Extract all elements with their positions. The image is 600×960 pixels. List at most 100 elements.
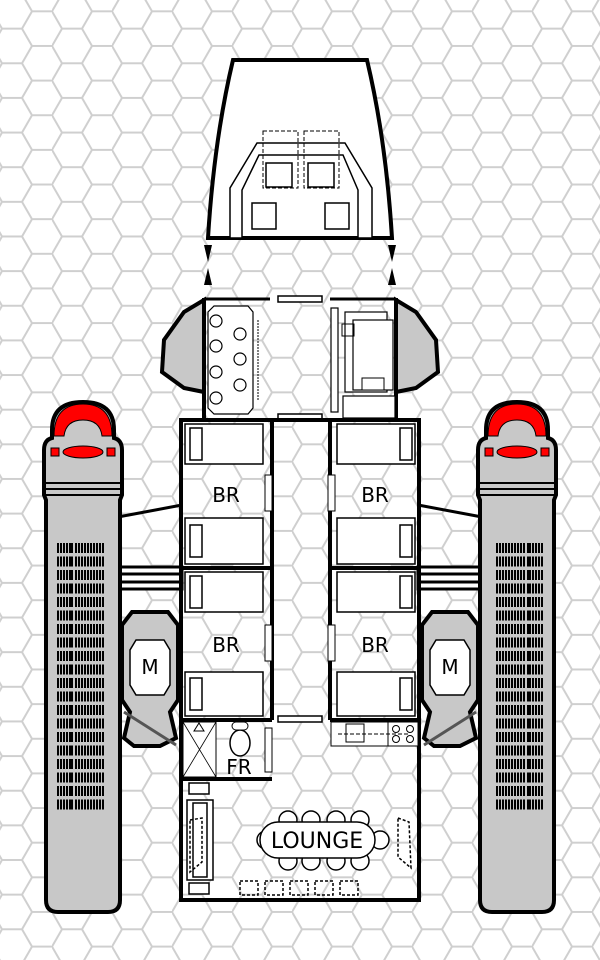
vent-slat	[57, 583, 59, 594]
door[interactable]	[327, 624, 336, 662]
vent-slat	[514, 691, 516, 702]
door[interactable]	[264, 624, 273, 662]
vent-slat	[523, 772, 525, 783]
vent-slat	[66, 799, 68, 810]
vent-slat	[84, 678, 86, 688]
vent-slat	[541, 651, 543, 661]
vent-slat	[496, 718, 498, 729]
vent-slat	[520, 745, 522, 756]
vent-slat	[75, 705, 77, 715]
vent-slat	[84, 786, 86, 796]
vent-slat	[93, 759, 95, 769]
vent-slat	[87, 570, 89, 580]
vent-slat	[514, 705, 516, 715]
room-label-bedroom: BR	[212, 633, 240, 657]
vent-slat	[511, 583, 513, 594]
vent-slat	[541, 772, 543, 783]
vent-slat	[90, 799, 92, 810]
vent-slat	[505, 597, 507, 607]
vent-slat	[78, 570, 80, 580]
vent-slat	[102, 624, 104, 634]
vent-slat	[102, 637, 104, 648]
vent-slat	[63, 705, 65, 715]
door[interactable]	[277, 295, 323, 303]
vent-slat	[71, 610, 73, 621]
vent-slat	[81, 691, 83, 702]
vent-slat	[532, 570, 534, 580]
vent-slat	[505, 705, 507, 715]
vent-slat	[75, 637, 77, 648]
vent-slat	[502, 651, 504, 661]
vent-slat	[523, 678, 525, 688]
vent-slat	[505, 799, 507, 810]
vent-slat	[69, 664, 71, 675]
pod-left: M	[120, 610, 180, 748]
vent-slat	[514, 799, 516, 810]
vent-slat	[523, 718, 525, 729]
vent-slat	[90, 691, 92, 702]
vent-slat	[505, 637, 507, 648]
vent-slat	[541, 624, 543, 634]
vent-slat	[502, 678, 504, 688]
vent-slat	[81, 624, 83, 634]
vent-slat	[84, 624, 86, 634]
vent-slat	[523, 759, 525, 769]
vent-slat	[508, 664, 510, 675]
vent-slat	[84, 597, 86, 607]
vent-slat	[96, 799, 98, 810]
vent-slat	[63, 759, 65, 769]
engine-struts	[116, 503, 484, 591]
vent-slat	[496, 786, 498, 796]
vent-slat	[99, 678, 101, 688]
vent-slat	[499, 651, 501, 661]
vent-slat	[69, 732, 71, 742]
vent-slat	[84, 610, 86, 621]
vent-slat	[535, 597, 537, 607]
vent-slat	[499, 664, 501, 675]
galley	[330, 721, 419, 747]
vent-slat	[541, 678, 543, 688]
vent-slat	[527, 556, 529, 567]
vent-slat	[508, 556, 510, 567]
vent-slat	[514, 583, 516, 594]
vent-slat	[508, 651, 510, 661]
vent-slat	[66, 678, 68, 688]
vent-slat	[96, 570, 98, 580]
vent-slat	[514, 624, 516, 634]
door[interactable]	[264, 474, 273, 512]
vent-slat	[505, 745, 507, 756]
vent-slat	[502, 799, 504, 810]
vent-slat	[505, 678, 507, 688]
vent-slat	[66, 691, 68, 702]
vent-slat	[69, 637, 71, 648]
vent-slat	[90, 651, 92, 661]
vent-slat	[499, 786, 501, 796]
door[interactable]	[264, 727, 273, 773]
vent-slat	[541, 543, 543, 553]
pod-label: M	[441, 655, 458, 679]
vent-slat	[535, 799, 537, 810]
vent-slat	[96, 664, 98, 675]
vent-slat	[523, 799, 525, 810]
vent-slat	[514, 556, 516, 567]
vent-slat	[93, 570, 95, 580]
vent-slat	[102, 597, 104, 607]
door[interactable]	[277, 715, 323, 723]
vent-slat	[508, 691, 510, 702]
vent-slat	[535, 583, 537, 594]
vent-slat	[75, 583, 77, 594]
vent-slat	[520, 799, 522, 810]
vent-slat	[93, 583, 95, 594]
vent-slat	[66, 745, 68, 756]
vent-slat	[538, 759, 540, 769]
vent-slat	[496, 570, 498, 580]
vent-slat	[60, 786, 62, 796]
door[interactable]	[327, 474, 336, 512]
vent-slat	[60, 759, 62, 769]
vent-slat	[508, 799, 510, 810]
vent-slat	[499, 624, 501, 634]
vent-slat	[66, 772, 68, 783]
vent-slat	[532, 543, 534, 553]
vent-slat	[69, 786, 71, 796]
vent-slat	[96, 772, 98, 783]
